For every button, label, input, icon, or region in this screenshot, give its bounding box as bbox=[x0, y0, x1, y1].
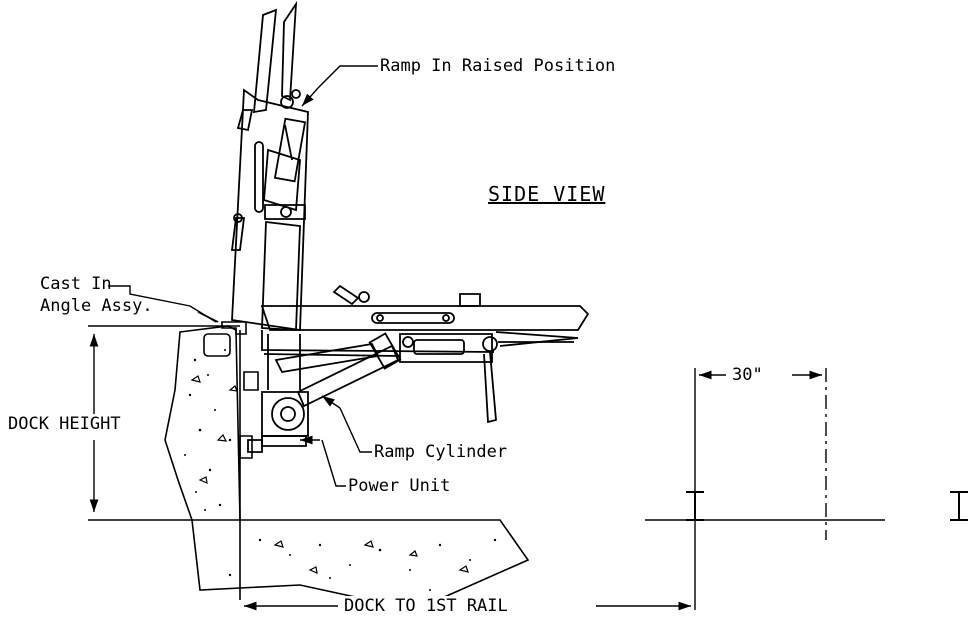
ramp-cylinder-label: Ramp Cylinder bbox=[374, 442, 508, 462]
concrete-stipple bbox=[184, 349, 497, 591]
cast-in-label-line1: Cast In bbox=[40, 274, 112, 294]
power-unit bbox=[248, 392, 308, 452]
rail-2 bbox=[950, 492, 968, 520]
concrete-aggregate bbox=[192, 376, 468, 573]
power-unit-label: Power Unit bbox=[348, 476, 451, 496]
floor-lines bbox=[88, 326, 885, 520]
dock-to-rail-label: DOCK TO 1ST RAIL bbox=[340, 596, 512, 616]
cast-in-label-line2: Angle Assy. bbox=[40, 296, 153, 316]
view-title: SIDE VIEW bbox=[488, 182, 606, 206]
dock-height-label: DOCK HEIGHT bbox=[8, 414, 121, 434]
ramp-raised-label: Ramp In Raised Position bbox=[380, 56, 616, 76]
raised-ramp bbox=[232, 4, 308, 330]
rail-spacing-dimension bbox=[695, 368, 826, 610]
ramp-cylinder bbox=[268, 334, 400, 406]
rail-spacing-label: 30" bbox=[728, 365, 767, 385]
